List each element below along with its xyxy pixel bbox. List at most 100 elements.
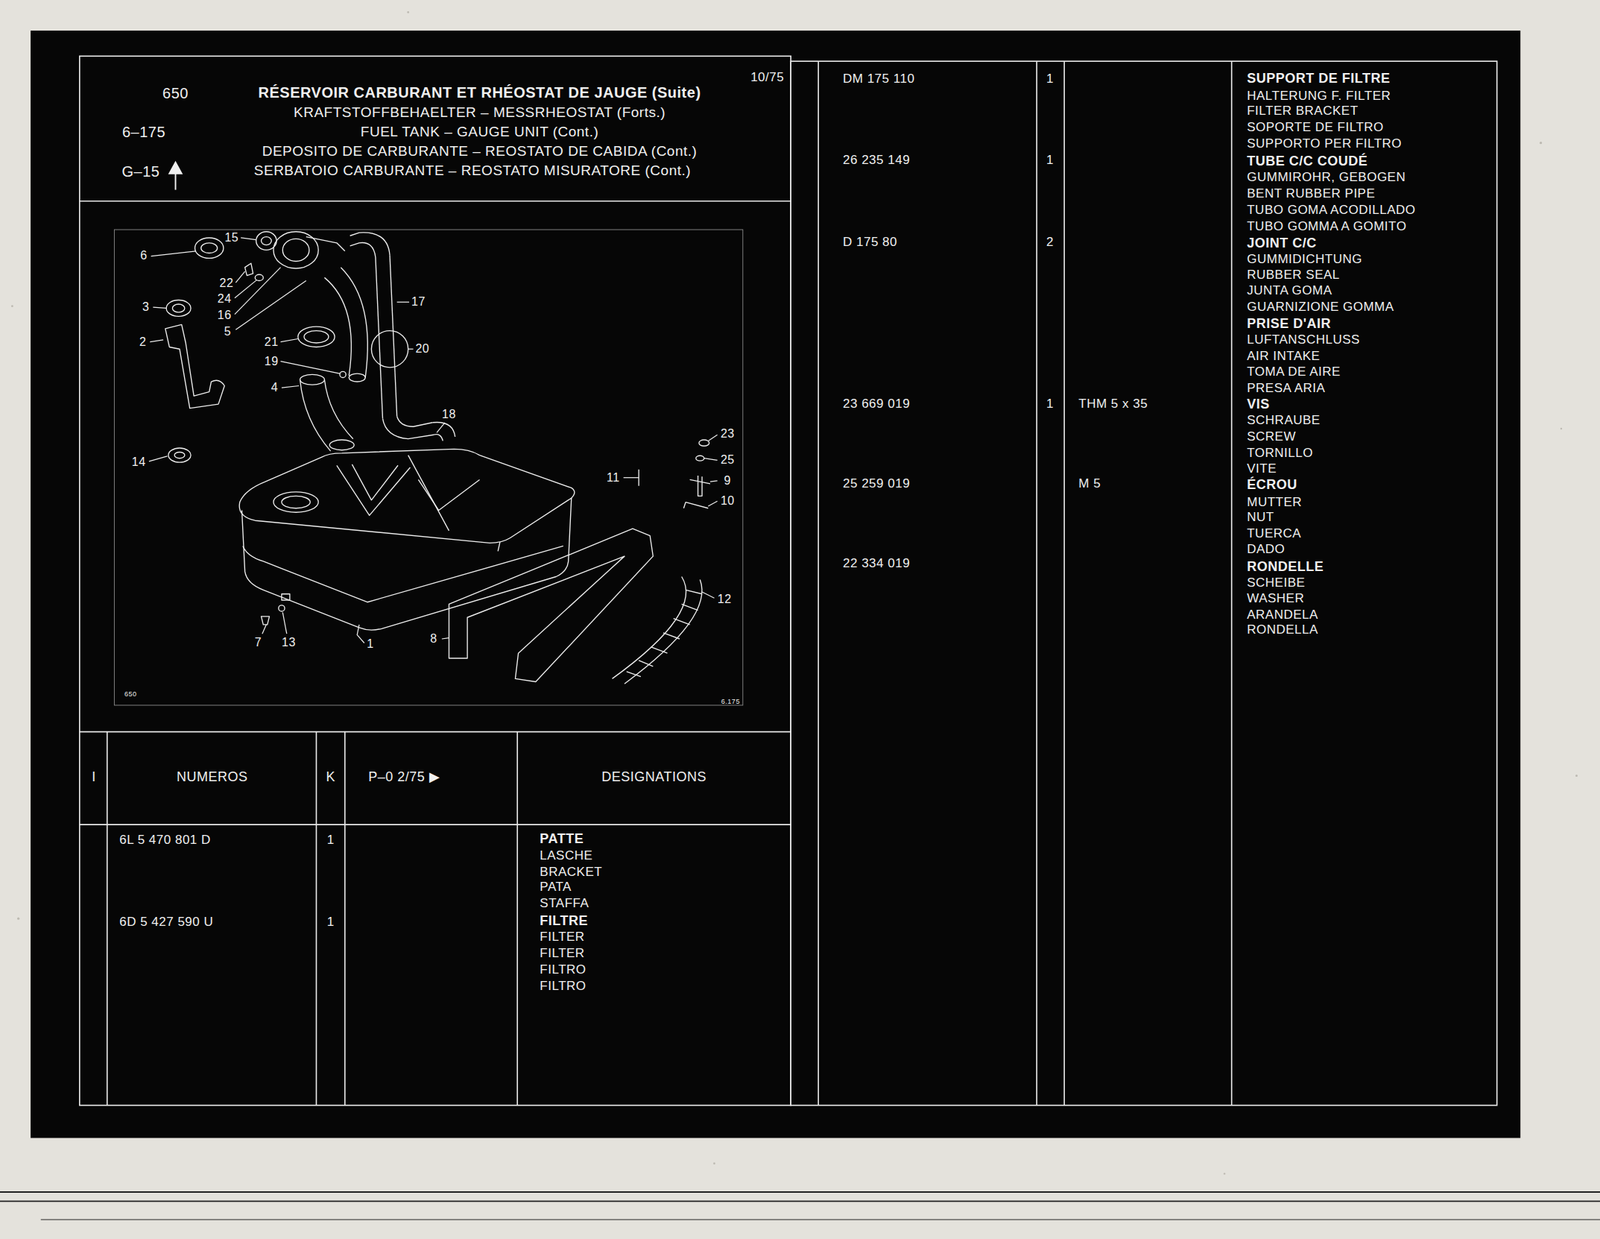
part-translation: NUT [1246, 509, 1274, 525]
column-header: DESIGNATIONS [601, 769, 707, 785]
callout-number: 7 [254, 635, 262, 650]
part-translation: DADO [1246, 541, 1285, 557]
sheet-code: 650 [162, 84, 189, 103]
title-line: DEPOSITO DE CARBURANTE – REOSTATO DE CAB… [262, 143, 698, 160]
callout-number: 19 [264, 354, 279, 369]
part-translation: BENT RUBBER PIPE [1246, 186, 1375, 202]
part-translation: SOPORTE DE FILTRO [1246, 119, 1384, 135]
callout-number: 6 [140, 248, 147, 263]
callout-number: 14 [131, 455, 147, 469]
part-translation: WASHER [1246, 590, 1305, 606]
part-translation: LUFTANSCHLUSS [1246, 332, 1361, 348]
callout-number: 17 [411, 295, 426, 309]
column-header: NUMEROS [176, 769, 249, 785]
part-number: DM 175 110 [842, 71, 915, 87]
sheet-code: G–15 [121, 163, 160, 181]
part-translation: SUPPORTO PER FILTRO [1246, 136, 1402, 152]
part-name: SUPPORT DE FILTRE [1246, 70, 1390, 87]
title-line: FUEL TANK – GAUGE UNIT (Cont.) [360, 123, 599, 141]
callout-number: 16 [217, 308, 232, 322]
part-translation: PRESA ARIA [1246, 380, 1326, 396]
quantity: 1 [1046, 152, 1054, 168]
part-number: 6D 5 427 590 U [119, 914, 214, 930]
spec-note: M 5 [1078, 476, 1101, 492]
illustration-panel: 650 6.175 [79, 201, 791, 732]
part-name: FILTRE [539, 912, 588, 929]
part-translation: SCHEIBE [1246, 575, 1305, 591]
part-translation: SCHRAUBE [1246, 412, 1320, 428]
date-code: 10/75 [750, 70, 784, 85]
part-name: ÉCROU [1246, 476, 1298, 493]
part-translation: RUBBER SEAL [1246, 267, 1340, 283]
part-name: TUBE C/C COUDÉ [1246, 153, 1368, 170]
callout-number: 11 [606, 470, 621, 485]
callout-number: 24 [217, 292, 232, 306]
callout-number: 22 [219, 276, 235, 290]
column-header: K [325, 769, 336, 785]
film-speckle [11, 11, 1578, 1175]
part-translation: BRACKET [539, 864, 603, 880]
part-translation: FILTRO [539, 978, 586, 994]
part-translation: RONDELLA [1246, 622, 1319, 638]
part-translation: HALTERUNG F. FILTER [1246, 88, 1391, 104]
callout-number: 9 [724, 473, 732, 488]
callout-number: 12 [717, 592, 732, 606]
sheet-code: 6–175 [122, 123, 166, 141]
part-name: JOINT C/C [1246, 235, 1317, 252]
table-header-row: INUMEROSKP–0 2/75 ▶DESIGNATIONS [79, 731, 791, 825]
quantity: 1 [327, 832, 335, 848]
part-translation: ARANDELA [1246, 607, 1319, 623]
quantity: 2 [1046, 234, 1054, 250]
callout-number: 21 [264, 335, 279, 349]
leader-lines [149, 237, 718, 644]
part-translation: TUERCA [1246, 526, 1302, 542]
parts-table-right: DM 175 110 1 SUPPORT DE FILTREHALTERUNG F.… [818, 61, 1498, 1106]
part-translation: TORNILLO [1246, 445, 1314, 461]
part-name: VIS [1246, 396, 1270, 413]
figure-code: 650 [124, 690, 138, 698]
callout-number: 5 [224, 324, 232, 339]
title-line: KRAFTSTOFFBEHAELTER – MESSRHEOSTAT (Fort… [293, 104, 666, 121]
part-number: 6L 5 470 801 D [119, 832, 211, 848]
part-translation: GUARNIZIONE GOMMA [1246, 299, 1394, 315]
part-translation: GUMMIROHR, GEBOGEN [1246, 169, 1406, 185]
spec-note: THM 5 x 35 [1078, 396, 1148, 412]
title-line: SERBATOIO CARBURANTE – REOSTATO MISURATO… [254, 162, 691, 179]
column-header: P–0 2/75 ▶ [368, 769, 440, 785]
part-number: 22 334 019 [842, 555, 910, 571]
callout-number: 3 [142, 300, 150, 314]
part-name: PATTE [539, 830, 584, 847]
callout-number: 1 [366, 637, 374, 651]
parts-table-left: 6L 5 470 801 D1PATTELASCHEBRACKETPATASTA… [79, 824, 791, 1106]
part-translation: AIR INTAKE [1246, 348, 1320, 364]
part-translation: FILTER [539, 929, 585, 945]
callout-number: 4 [271, 380, 278, 395]
part-translation: PATA [539, 879, 572, 895]
callout-number: 20 [415, 342, 430, 356]
part-name: PRISE D'AIR [1246, 315, 1331, 332]
callout-number: 13 [281, 635, 296, 650]
callout-number: 15 [224, 231, 239, 245]
part-translation: SCREW [1246, 429, 1296, 445]
part-number: 25 259 019 [842, 476, 910, 492]
part-translation: FILTRO [539, 962, 586, 977]
figure-code: 6.175 [721, 697, 741, 705]
part-translation: FILTER BRACKET [1246, 103, 1358, 119]
part-number: D 175 80 [842, 234, 898, 250]
quantity: 1 [1046, 71, 1054, 87]
quantity: 1 [1046, 396, 1054, 412]
part-translation: TUBO GOMA ACODILLADO [1246, 202, 1416, 218]
callout-number: 2 [139, 335, 147, 349]
part-number: 23 669 019 [842, 396, 910, 412]
callout-number: 10 [720, 494, 735, 508]
page-rule [0, 1191, 1600, 1220]
callout-number: 23 [720, 427, 735, 441]
up-arrow [169, 162, 182, 191]
fuel-tank-illustration [165, 231, 711, 684]
callout-number: 25 [720, 453, 735, 467]
callout-number: 18 [441, 407, 457, 422]
callout-number: 8 [429, 631, 437, 646]
